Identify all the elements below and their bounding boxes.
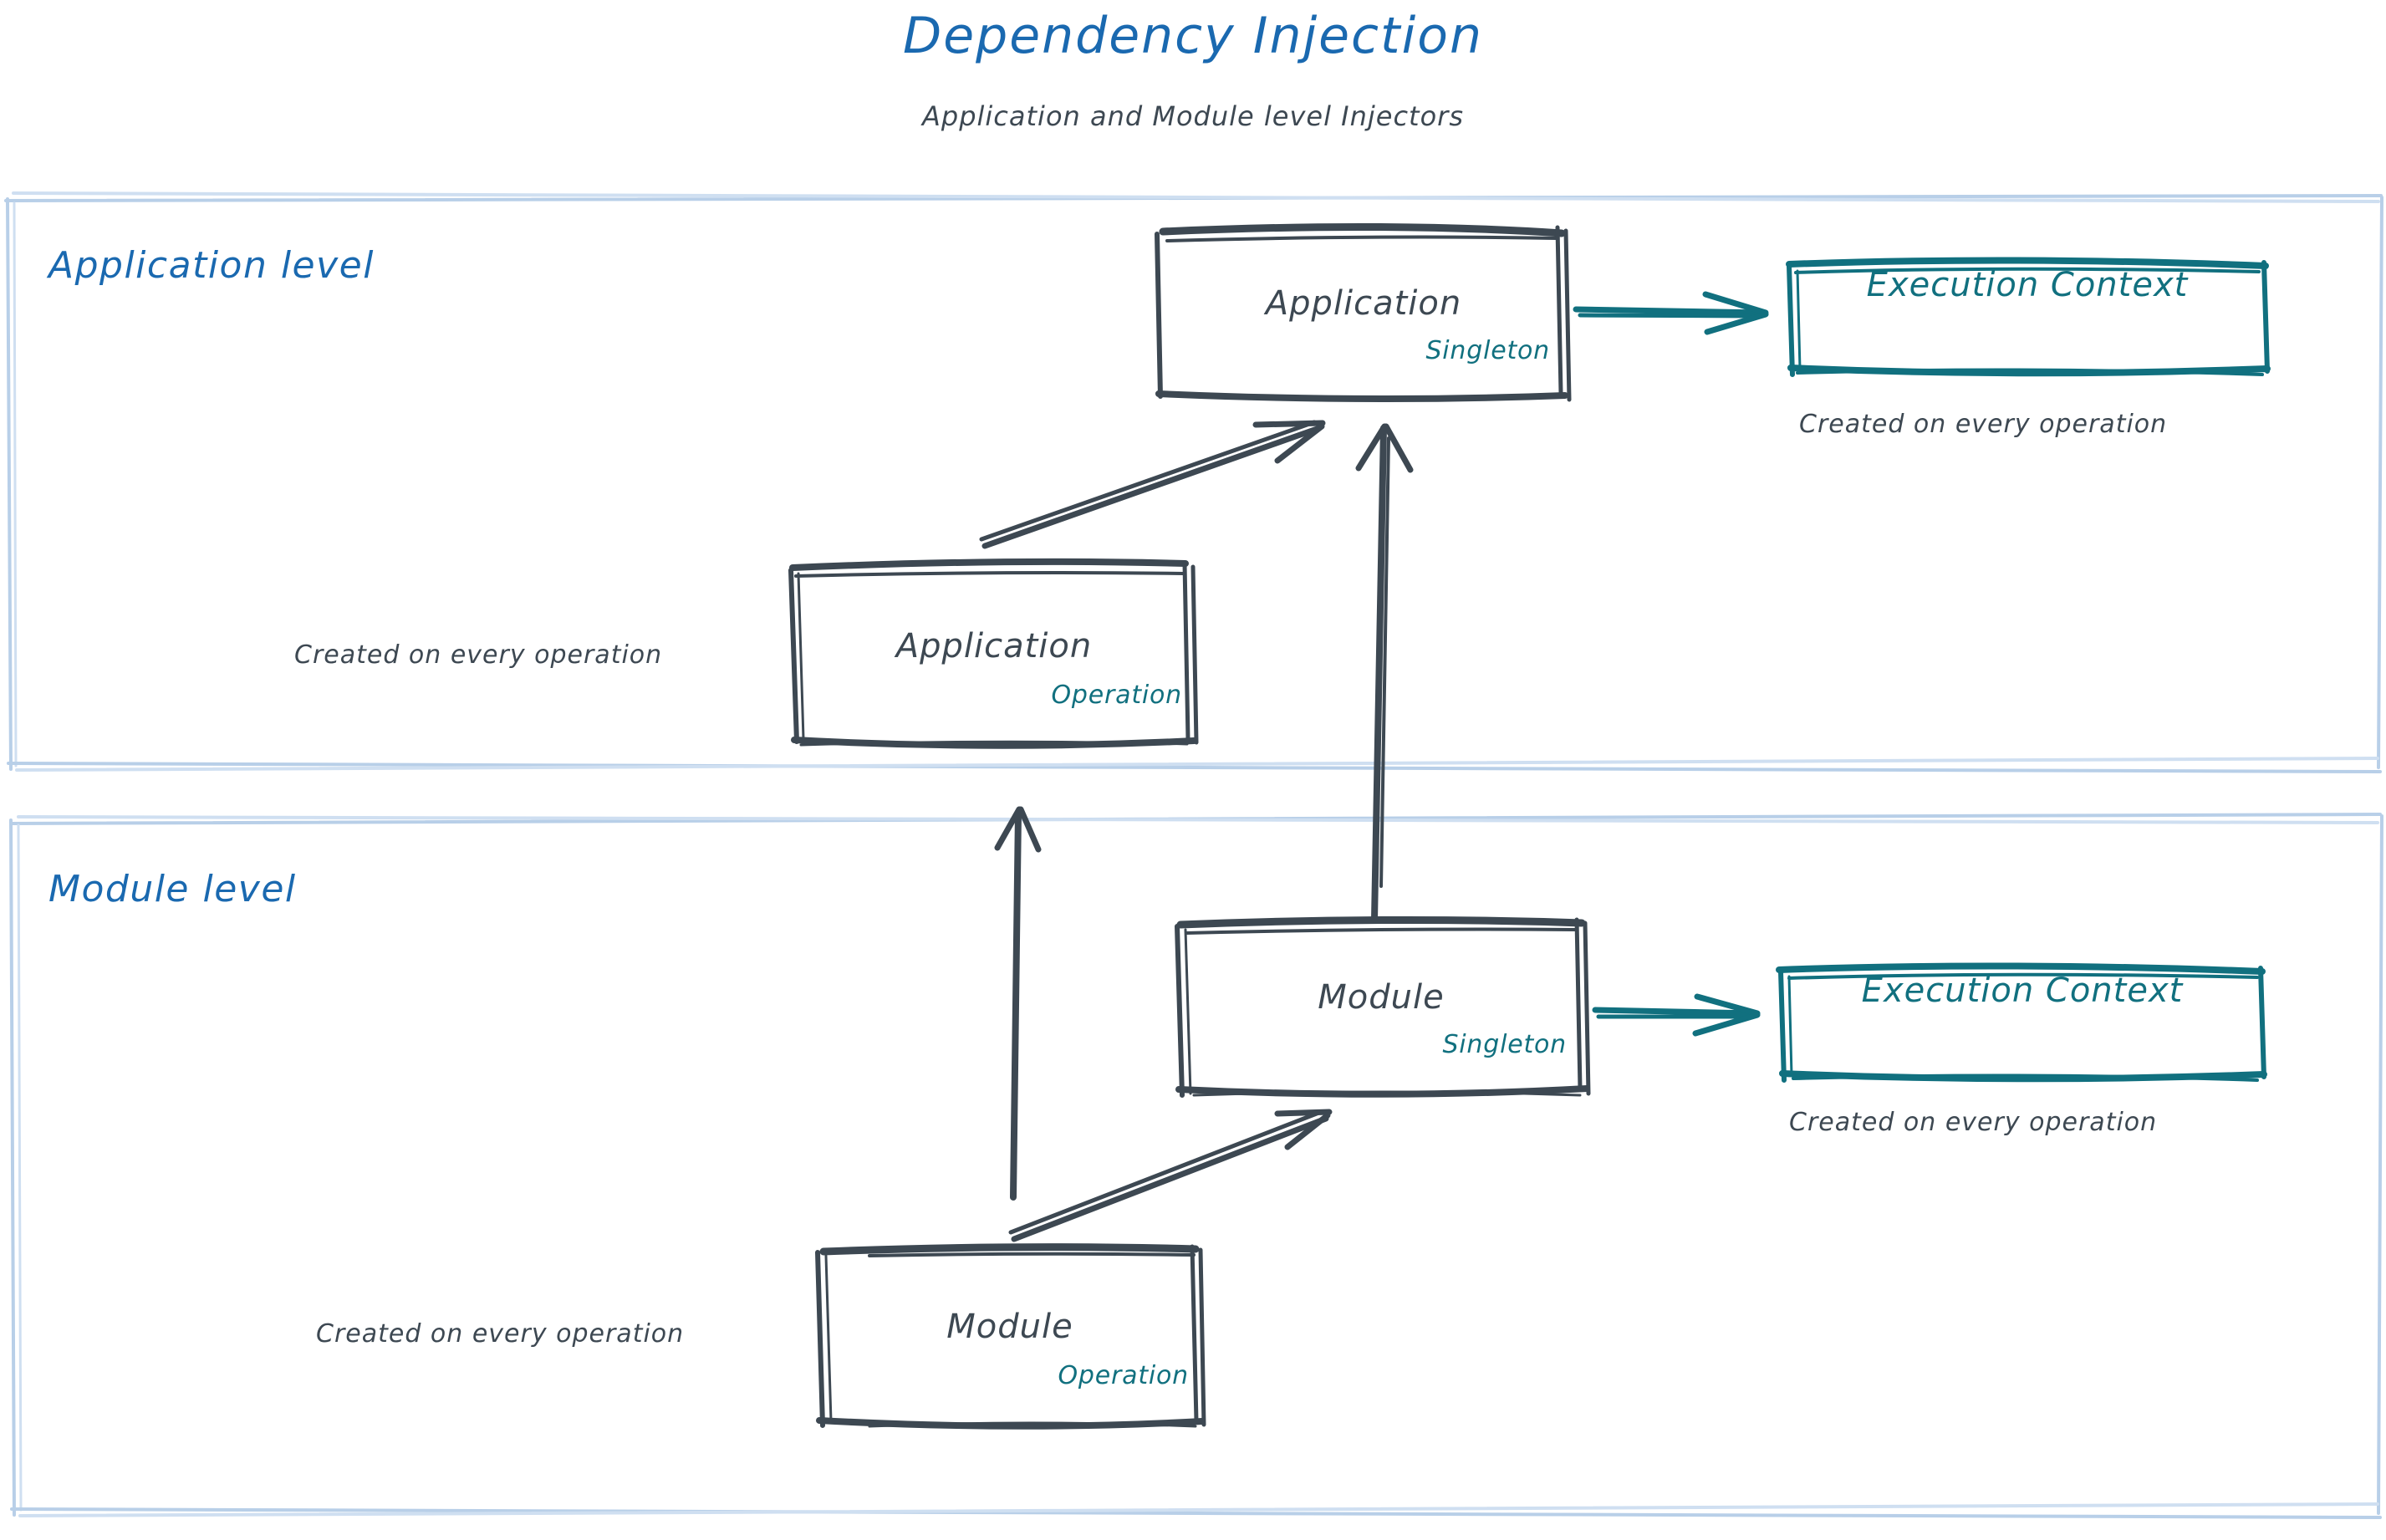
edge-module-operation-to-module-singleton: [1008, 1109, 1333, 1242]
edge-app-singleton-to-exec-ctx: [1573, 291, 1769, 335]
caption-module-operation: Created on every operation: [316, 1319, 685, 1349]
node-application-singleton-scope: Singleton: [1425, 336, 1550, 365]
node-execution-context-module-title: Execution Context: [1861, 971, 2184, 1010]
node-application-operation-title: Application: [895, 627, 1093, 665]
node-module-singleton-scope: Singleton: [1442, 1030, 1567, 1059]
edge-module-singleton-to-exec-ctx: [1592, 993, 1761, 1037]
zone-label-application-level: Application level: [48, 244, 375, 287]
node-module-operation[interactable]: Module Operation: [821, 1252, 1199, 1421]
node-execution-context-application[interactable]: Execution Context: [1791, 266, 2264, 370]
edge-app-operation-to-app-singleton: [979, 420, 1326, 549]
node-execution-context-module[interactable]: Execution Context: [1782, 971, 2262, 1075]
edge-module-operation-to-app-operation: [994, 806, 1042, 1201]
page-title: Dependency Injection: [903, 7, 1483, 65]
caption-exec-ctx-module: Created on every operation: [1789, 1108, 2158, 1137]
node-application-singleton[interactable]: Application Singleton: [1164, 232, 1563, 395]
node-module-singleton-title: Module: [1318, 978, 1445, 1017]
caption-exec-ctx-application: Created on every operation: [1799, 410, 2168, 439]
edge-module-singleton-to-app-singleton: [1355, 423, 1414, 923]
node-module-operation-title: Module: [946, 1308, 1073, 1346]
node-module-operation-scope: Operation: [1058, 1361, 1189, 1390]
node-application-singleton-title: Application: [1265, 284, 1462, 323]
page-subtitle: Application and Module level Injectors: [922, 100, 1464, 132]
node-module-singleton[interactable]: Module Singleton: [1182, 926, 1580, 1090]
node-application-operation[interactable]: Application Operation: [794, 567, 1194, 742]
node-execution-context-application-title: Execution Context: [1866, 266, 2189, 304]
node-application-operation-scope: Operation: [1051, 681, 1182, 710]
caption-application-operation: Created on every operation: [294, 640, 663, 670]
zone-label-module-level: Module level: [48, 868, 297, 910]
